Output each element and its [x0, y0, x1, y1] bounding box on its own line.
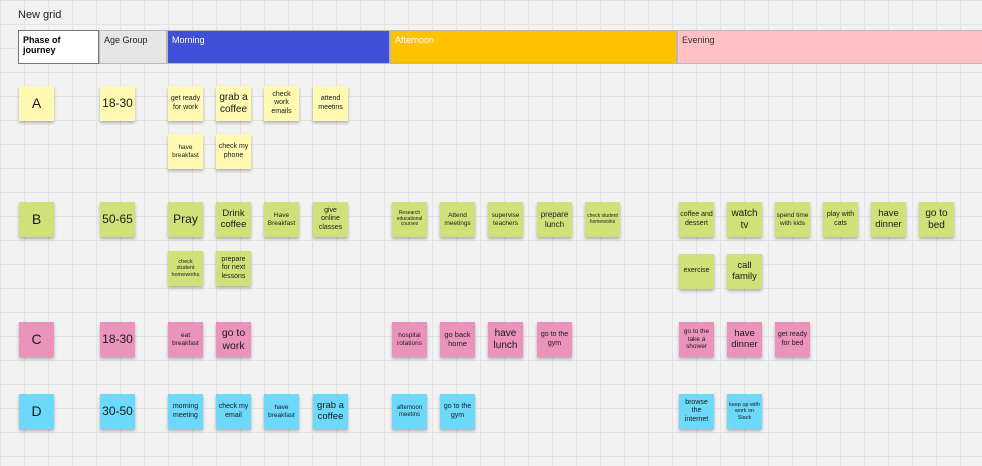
- sticky-note[interactable]: Drink coffee: [216, 202, 251, 237]
- sticky-phase-c[interactable]: C: [19, 322, 54, 357]
- sticky-age-d[interactable]: 30-50: [100, 394, 135, 429]
- sticky-age-c[interactable]: 18-30: [100, 322, 135, 357]
- sticky-note[interactable]: watch tv: [727, 202, 762, 237]
- sticky-note[interactable]: keep up with work on Slack: [727, 394, 762, 429]
- sticky-age-a[interactable]: 18-30: [100, 86, 135, 121]
- sticky-note[interactable]: Research educational courses: [392, 202, 427, 237]
- sticky-note[interactable]: hospital rotations: [392, 322, 427, 357]
- sticky-note[interactable]: go to bed: [919, 202, 954, 237]
- sticky-note[interactable]: check my phone: [216, 134, 251, 169]
- sticky-note[interactable]: spend time with kids: [775, 202, 810, 237]
- sticky-note[interactable]: get ready for bed: [775, 322, 810, 357]
- sticky-note[interactable]: eat breakfast: [168, 322, 203, 357]
- sticky-note[interactable]: morning meeting: [168, 394, 203, 429]
- sticky-note[interactable]: grab a coffee: [313, 394, 348, 429]
- sticky-note[interactable]: go back home: [440, 322, 475, 357]
- header-age-group[interactable]: Age Group: [99, 30, 167, 64]
- sticky-note[interactable]: check my email: [216, 394, 251, 429]
- board-title: New grid: [18, 9, 62, 21]
- sticky-note[interactable]: call family: [727, 254, 762, 289]
- sticky-note[interactable]: prepare lunch: [537, 202, 572, 237]
- sticky-note[interactable]: have dinner: [727, 322, 762, 357]
- sticky-note[interactable]: go to work: [216, 322, 251, 357]
- sticky-note[interactable]: Have Breakfast: [264, 202, 299, 237]
- header-morning[interactable]: Morning: [167, 30, 390, 64]
- sticky-note[interactable]: grab a coffee: [216, 86, 251, 121]
- sticky-note[interactable]: prepare for next lessons: [216, 251, 251, 286]
- sticky-phase-b[interactable]: B: [19, 202, 54, 237]
- sticky-note[interactable]: have dinner: [871, 202, 906, 237]
- sticky-note[interactable]: check student homeworks: [585, 202, 620, 237]
- sticky-note[interactable]: have breakfast: [168, 134, 203, 169]
- sticky-note[interactable]: browse the internet: [679, 394, 714, 429]
- header-afternoon[interactable]: Afternoon: [390, 30, 677, 64]
- header-phase-of-journey[interactable]: Phase of journey: [18, 30, 99, 64]
- sticky-phase-d[interactable]: D: [19, 394, 54, 429]
- sticky-note[interactable]: afternoon meetins: [392, 394, 427, 429]
- sticky-note[interactable]: attend meetins: [313, 86, 348, 121]
- sticky-note[interactable]: play with cats: [823, 202, 858, 237]
- sticky-note[interactable]: Pray: [168, 202, 203, 237]
- sticky-note[interactable]: check student homeworks: [168, 251, 203, 286]
- header-evening[interactable]: Evening: [677, 30, 982, 64]
- sticky-note[interactable]: exercise: [679, 254, 714, 289]
- sticky-note[interactable]: go to the gym: [440, 394, 475, 429]
- sticky-note[interactable]: go to the take a shower: [679, 322, 714, 357]
- sticky-note[interactable]: coffee and dessert: [679, 202, 714, 237]
- grid-header: Phase of journey Age Group Morning After…: [18, 30, 982, 64]
- sticky-note[interactable]: check work emails: [264, 86, 299, 121]
- sticky-age-b[interactable]: 50-65: [100, 202, 135, 237]
- sticky-note[interactable]: get ready for work: [168, 86, 203, 121]
- sticky-note[interactable]: give online classes: [313, 202, 348, 237]
- sticky-note[interactable]: go to the gym: [537, 322, 572, 357]
- sticky-phase-a[interactable]: A: [19, 86, 54, 121]
- sticky-note[interactable]: supervise teachers: [488, 202, 523, 237]
- sticky-note[interactable]: have breakfast: [264, 394, 299, 429]
- sticky-note[interactable]: have lunch: [488, 322, 523, 357]
- sticky-note[interactable]: Attend meetings: [440, 202, 475, 237]
